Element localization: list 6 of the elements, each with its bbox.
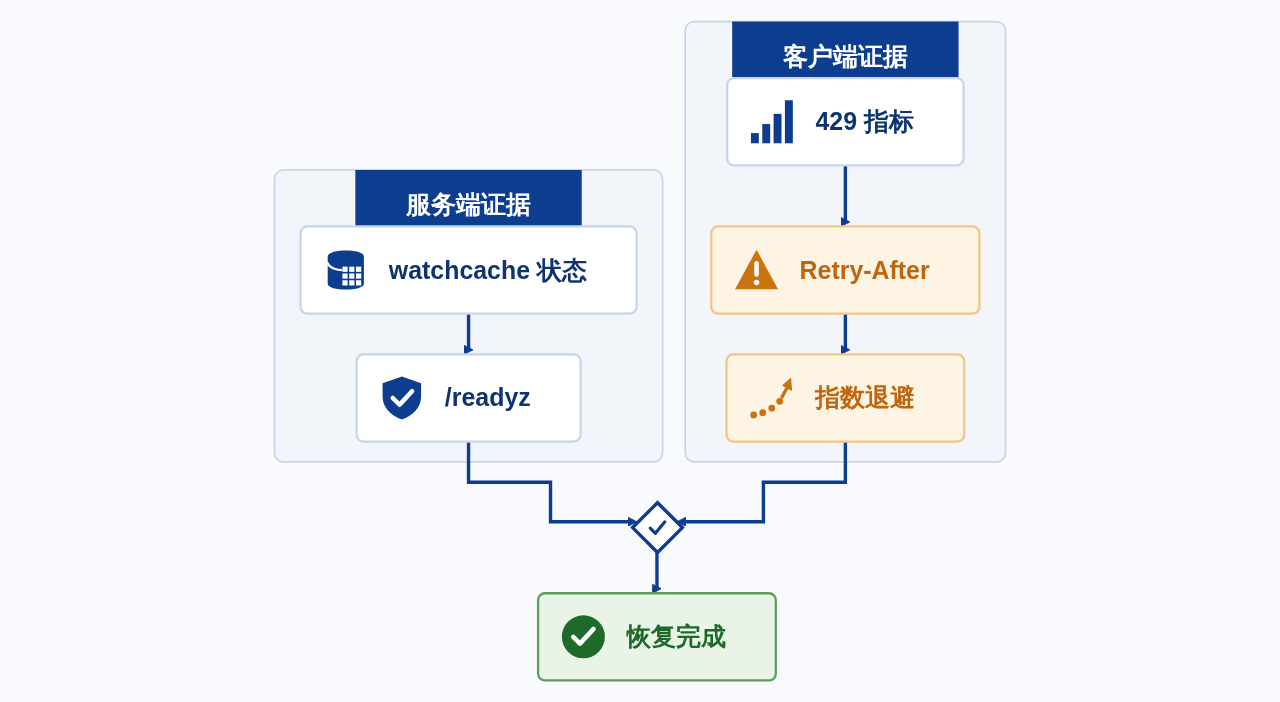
node-box: /readyz (355, 353, 582, 443)
node-diamond (630, 500, 685, 555)
node-box: 429 指标 (726, 77, 965, 167)
node-box: 指数退避 (725, 353, 966, 443)
node-box: Retry-After (710, 225, 981, 315)
node-box: watchcache 状态 (299, 225, 638, 315)
